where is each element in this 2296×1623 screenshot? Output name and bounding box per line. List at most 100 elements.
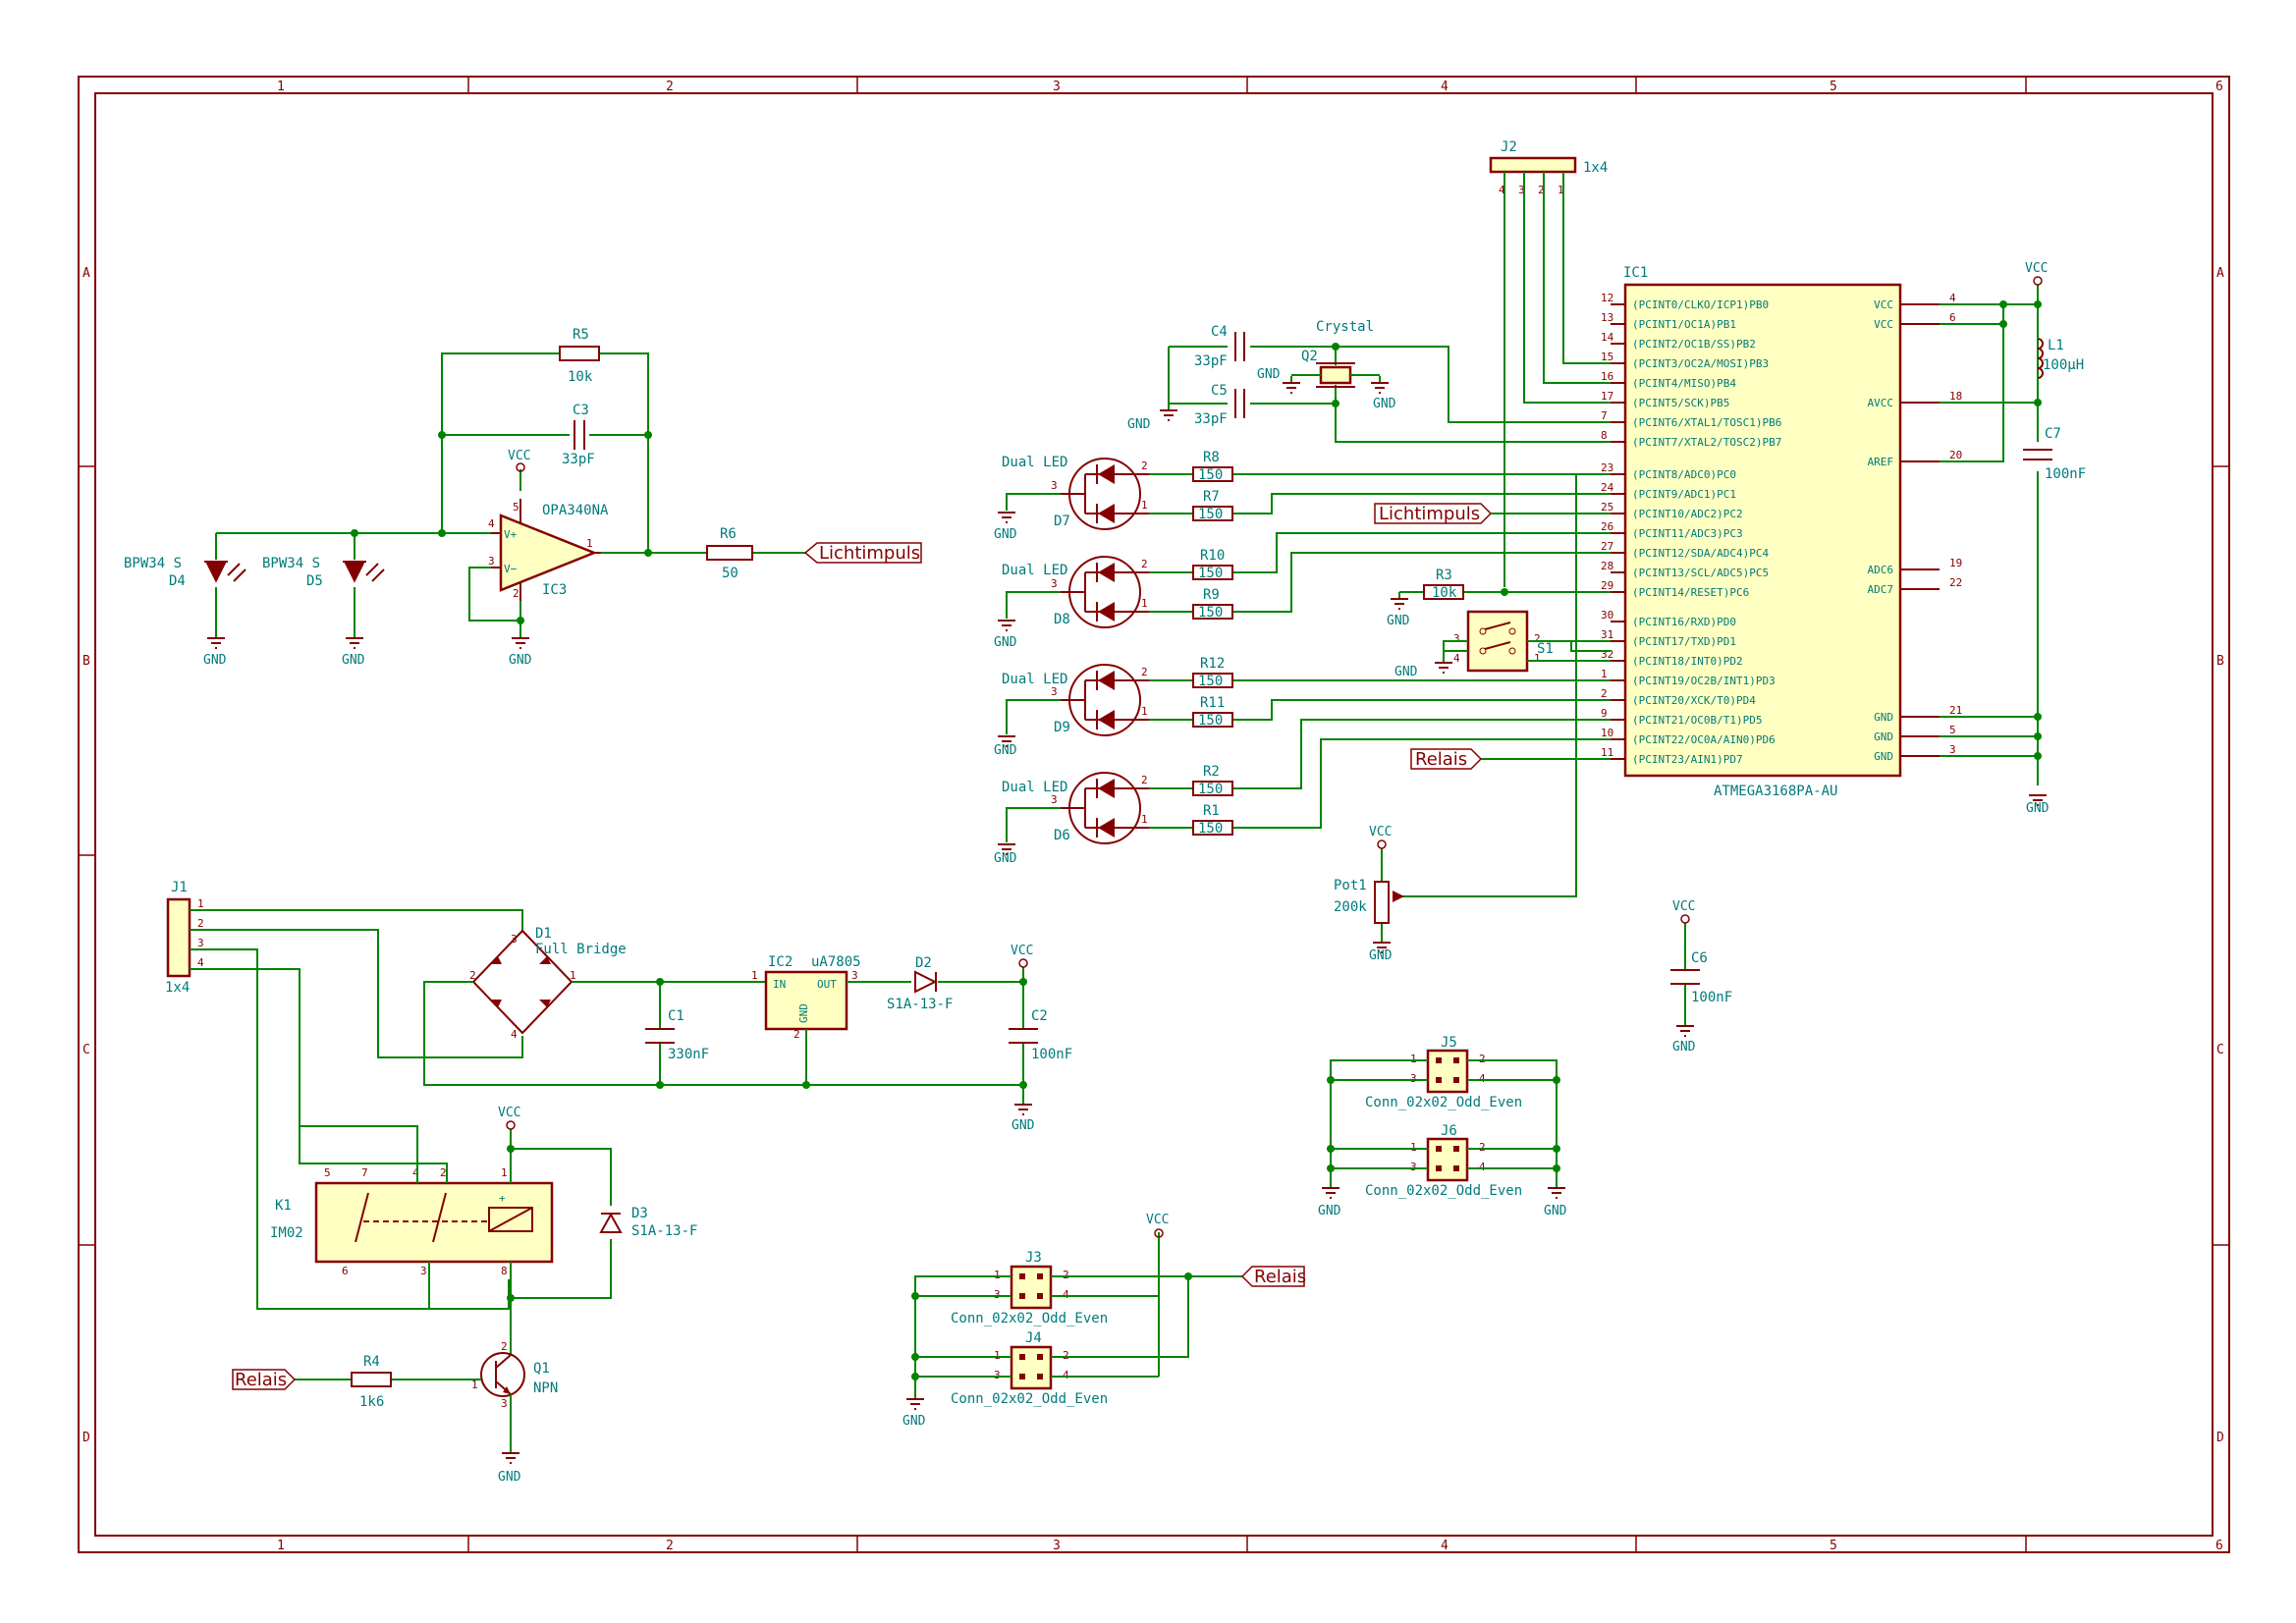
ic1-pin-name: (PCINT23/AIN1)PD7 (1632, 753, 1743, 766)
col-label: 5 (1830, 1539, 1837, 1553)
vcc-label: VCC (1369, 825, 1392, 839)
j3-ref: J3 (1025, 1250, 1042, 1266)
gnd-label: GND (2026, 801, 2050, 816)
vcc-symbol: VCC (508, 449, 530, 472)
pin-num: 4 (511, 1028, 518, 1041)
r12-ref: R12 (1200, 656, 1225, 672)
d6-value: Dual LED (1002, 780, 1067, 795)
gnd-label: GND (203, 653, 227, 668)
d9-ref: D9 (1054, 720, 1070, 735)
ic1-pin-num: 27 (1601, 540, 1613, 553)
row-label: D (82, 1431, 90, 1445)
bridge-rectifier-d1: D1 Full Bridge 3 2 1 4 (469, 926, 627, 1041)
r5-value: 10k (568, 369, 593, 385)
pin-num: 4 (1479, 1161, 1486, 1173)
ic1-pin-name: (PCINT4/MISO)PB4 (1632, 377, 1736, 390)
pin-num: 1 (1534, 652, 1541, 665)
d7-value: Dual LED (1002, 455, 1067, 470)
pin-num: 2 (1538, 184, 1545, 196)
c5-ref: C5 (1211, 383, 1228, 399)
ic1-pin-name: (PCINT22/OC0A/AIN0)PD6 (1632, 733, 1776, 746)
vcc-label: VCC (1146, 1213, 1169, 1227)
pin-num: 2 (793, 1028, 800, 1041)
d5-ref: D5 (306, 573, 323, 589)
r1-value: 150 (1198, 821, 1223, 837)
k1-ref: K1 (275, 1198, 292, 1214)
ic1-pin-num: 32 (1601, 648, 1613, 661)
d1-value: Full Bridge (535, 942, 627, 957)
ic1-pin-name: (PCINT20/XCK/T0)PD4 (1632, 694, 1756, 707)
d6-ref: D6 (1054, 828, 1070, 843)
pin-num: 1 (1141, 499, 1148, 512)
col-label: 2 (666, 1539, 674, 1553)
gnd-label: GND (1318, 1204, 1341, 1218)
pin-num: 2 (1141, 558, 1148, 570)
ic1-pin-num: 4 (1949, 292, 1956, 304)
pin-num: 1 (1141, 597, 1148, 610)
c2-value: 100nF (1031, 1047, 1072, 1062)
ic1-pin-num: 2 (1601, 687, 1608, 700)
relais-label: Relais (1254, 1267, 1306, 1287)
r2-value: 150 (1198, 782, 1223, 797)
ic1-pin-num: 26 (1601, 520, 1613, 533)
j5-ref: J5 (1441, 1035, 1457, 1051)
ic1-pin-num: 17 (1601, 390, 1613, 403)
ic1-pin-name: (PCINT1/OC1A)PB1 (1632, 318, 1736, 331)
transistor-q1: Q1 NPN 2 1 3 (471, 1340, 558, 1410)
gnd-label: GND (902, 1414, 926, 1429)
gnd-label: GND (994, 635, 1017, 650)
d9-value: Dual LED (1002, 672, 1067, 687)
pin-num: 4 (197, 956, 204, 969)
d2-ref: D2 (915, 955, 932, 971)
row-label: C (2216, 1043, 2224, 1057)
ic1-pin-name: (PCINT16/RXD)PD0 (1632, 616, 1736, 628)
ic1-pin-num: 15 (1601, 351, 1613, 363)
row-label: D (2216, 1431, 2224, 1445)
q2-ref: Q2 (1301, 349, 1318, 364)
r6-value: 50 (722, 566, 738, 581)
c4-ref: C4 (1211, 324, 1228, 340)
col-label: 3 (1053, 80, 1061, 94)
d5-value: BPW34 S (262, 556, 320, 571)
pin-num: 1 (586, 537, 593, 550)
pin-num: 3 (511, 933, 518, 946)
pin-num: 1 (471, 1379, 478, 1391)
vcc-label: VCC (2025, 261, 2048, 276)
ic1-pin-name: (PCINT21/OC0B/T1)PD5 (1632, 714, 1762, 727)
j5-value: Conn_02x02_Odd_Even (1365, 1095, 1522, 1110)
r12-value: 150 (1198, 674, 1223, 689)
c6-ref: C6 (1691, 950, 1708, 966)
d7-ref: D7 (1054, 514, 1070, 529)
inductor-l1: L1 100µH (2037, 338, 2084, 379)
gnd-label: GND (1373, 397, 1396, 411)
ic1-pin-num: 18 (1949, 390, 1962, 403)
gnd-label: GND (1387, 614, 1410, 628)
gnd-label: GND (1394, 665, 1418, 679)
photodiode-d4: BPW34 S D4 (124, 556, 246, 589)
s1-ref: S1 (1537, 641, 1554, 657)
ic3-value: OPA340NA (542, 503, 609, 518)
pin-num: 4 (1499, 184, 1505, 196)
r5-ref: R5 (573, 327, 589, 343)
pin-num: 2 (1534, 632, 1541, 645)
r7-value: 150 (1198, 507, 1223, 522)
net-label-relais: Relais (232, 1369, 297, 1390)
j4-ref: J4 (1025, 1330, 1042, 1346)
gnd-label: GND (994, 851, 1017, 866)
q1-value: NPN (533, 1380, 558, 1396)
c6-value: 100nF (1691, 990, 1732, 1005)
photodiode-d5: BPW34 S D5 (262, 556, 385, 589)
pin-num: 3 (1051, 793, 1058, 806)
c7-value: 100nF (2045, 466, 2086, 482)
r8-value: 150 (1198, 467, 1223, 483)
ic1-pin-name: GND (1874, 750, 1893, 763)
vcc-label: VCC (1011, 944, 1033, 958)
d1-ref: D1 (535, 926, 552, 942)
r3-value: 10k (1432, 585, 1457, 601)
ic1-pin-name: ADC6 (1868, 564, 1894, 576)
pin-num: 3 (1051, 685, 1058, 698)
col-label: 5 (1830, 80, 1837, 94)
